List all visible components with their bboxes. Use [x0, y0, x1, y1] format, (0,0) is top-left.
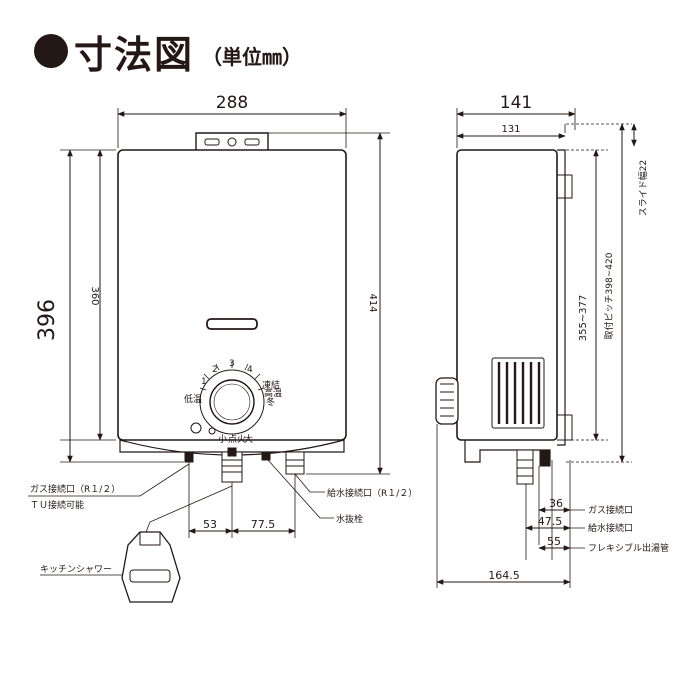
side-view [435, 108, 637, 588]
dial-number-3: 3 [229, 359, 235, 369]
title-main: 寸法図 [74, 32, 195, 77]
dim-shower-depth: 164.5 [488, 569, 520, 582]
dial-large: 大 [244, 433, 253, 445]
bullet-icon [34, 34, 68, 68]
dim-mount-pitch: 取付ピッチ398~420 [604, 252, 615, 339]
window-slot [206, 318, 258, 330]
dim-outlet-depth: 55 [547, 535, 561, 548]
kitchen-shower [121, 531, 181, 603]
dial-small: 小 [218, 434, 227, 445]
label-water-inlet: 給水接続口（R１/２） [327, 487, 417, 499]
side-knob [435, 377, 459, 425]
label-gas-inlet: ガス接続口（R１/２） [30, 483, 120, 495]
side-vents [491, 357, 545, 429]
dim-side-range: 355~377 [578, 295, 589, 342]
dial-freeze: 凍結 [262, 379, 280, 391]
dial-number-1: 1 [201, 377, 207, 387]
page-title: 寸法図 （単位㎜） [34, 26, 303, 77]
ignition-button [190, 422, 202, 434]
dial-high-temp: 高温 [264, 387, 282, 399]
dim-depth-total: 141 [500, 93, 532, 113]
front-view [28, 108, 390, 576]
dim-width: 288 [216, 93, 248, 113]
dim-gas-depth: 36 [549, 497, 563, 510]
dial-number-2: 2 [212, 365, 218, 375]
label-tu-connect: ＴＵ接続可能 [30, 499, 84, 511]
dim-height-body: 360 [89, 286, 100, 305]
dim-height-total: 396 [35, 299, 60, 341]
dim-water-offset: 77.5 [251, 518, 276, 531]
temperature-dial [199, 361, 265, 435]
dim-slide-width: スライド幅22 [637, 160, 649, 216]
dial-number-4: 4 [247, 365, 253, 375]
mount-bracket [195, 132, 269, 150]
front-body [117, 149, 347, 441]
dim-height-side: 414 [367, 293, 378, 312]
dial-low-temp: 低温 [184, 393, 202, 405]
label-kitchen-shower: キッチンシャワー [40, 564, 112, 575]
dial-winter: 冬 [266, 396, 275, 408]
dim-depth-body: 131 [501, 124, 520, 135]
bottom-pipes [184, 447, 305, 483]
indicator-lamp [208, 427, 216, 435]
label-water-connect: 給水接続口 [588, 522, 633, 534]
title-unit: （単位㎜） [202, 44, 303, 69]
dim-gas-offset: 53 [203, 518, 217, 531]
label-flex-outlet: フレキシブル出湯管 [588, 542, 669, 554]
label-drain-plug: 水抜栓 [336, 513, 363, 525]
bottom-skirt [119, 439, 345, 456]
dim-water-depth: 47.5 [538, 515, 563, 528]
label-gas-connect: ガス接続口 [588, 504, 633, 516]
dial-fire: 点火 [228, 434, 246, 445]
